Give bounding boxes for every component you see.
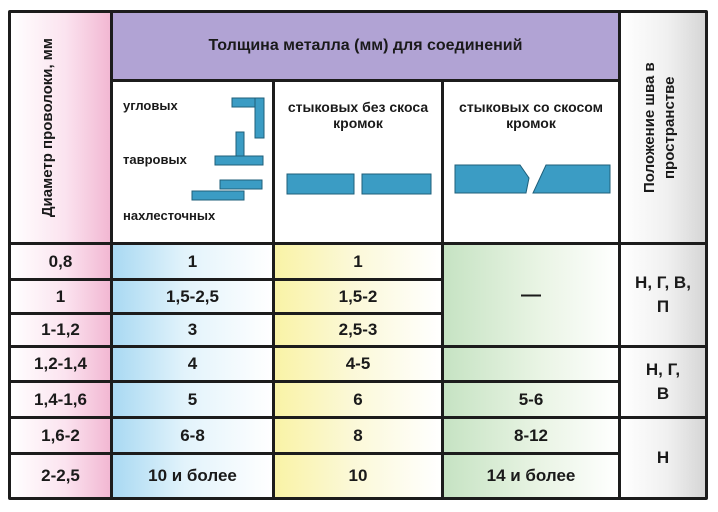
butt-thickness-cell: 1 [275, 245, 441, 278]
bevel-dash-cell: — [444, 245, 618, 345]
butt-thickness-cell: 4-5 [275, 348, 441, 380]
position-cell-3: Н [621, 419, 705, 497]
butt-thickness-cell: 10 [275, 455, 441, 497]
corner-thickness-cell: 4 [113, 348, 272, 380]
corner-thickness-cell: 5 [113, 383, 272, 416]
butt-bevel-label: стыковых со скосом кромок [459, 99, 603, 131]
bevel-thickness-cell: 8-12 [444, 419, 618, 452]
position-cell-2: Н, Г, В [621, 348, 705, 416]
corner-thickness-cell: 10 и более [113, 455, 272, 497]
wire-diameter-header: Диаметр проволоки, мм [11, 13, 110, 242]
tee-joint-icon [214, 131, 264, 166]
metal-thickness-header: Толщина металла (мм) для соединений [113, 13, 618, 79]
butt-no-bevel-label: стыковых без скоса кромок [287, 99, 429, 131]
position-cell-1: Н, Г, В, П [621, 245, 705, 345]
position-value: Н, Г, В [645, 360, 681, 403]
diameter-cell: 1,2-1,4 [11, 348, 110, 380]
butt-thickness-cell: 6 [275, 383, 441, 416]
diameter-cell: 1,6-2 [11, 419, 110, 452]
diameter-cell: 0,8 [11, 245, 110, 278]
diameter-cell: 1 [11, 281, 110, 312]
tee-label: тавровых [123, 152, 187, 167]
corner-thickness-cell: 6-8 [113, 419, 272, 452]
lap-joint-icon [191, 179, 263, 201]
butt-bevel-header: стыковых со скосом кромок [444, 82, 618, 242]
butt-thickness-cell: 2,5-3 [275, 315, 441, 345]
metal-thickness-label: Толщина металла (мм) для соединений [208, 37, 523, 54]
bevel-thickness-cell: 14 и более [444, 455, 618, 497]
corner-joint-icon [231, 97, 265, 139]
corner-thickness-cell: 3 [113, 315, 272, 345]
diameter-cell: 1,4-1,6 [11, 383, 110, 416]
butt-no-bevel-header: стыковых без скоса кромок [275, 82, 441, 242]
diameter-cell: 2-2,5 [11, 455, 110, 497]
bevel-thickness-cell: 5-6 [444, 383, 618, 416]
corner-thickness-cell: 1,5-2,5 [113, 281, 272, 312]
butt-joint-icon [286, 173, 432, 195]
bevel-butt-joint-icon [454, 164, 611, 194]
position-value: Н, Г, В, П [635, 273, 691, 316]
lap-label: нахлесточных [123, 208, 216, 223]
diameter-cell: 1-1,2 [11, 315, 110, 345]
butt-thickness-cell: 8 [275, 419, 441, 452]
corner-label: угловых [123, 98, 178, 113]
bevel-empty-cell [444, 348, 618, 380]
butt-thickness-cell: 1,5-2 [275, 281, 441, 312]
corner-thickness-cell: 1 [113, 245, 272, 278]
position-header: Положение шва в пространстве [621, 13, 705, 242]
